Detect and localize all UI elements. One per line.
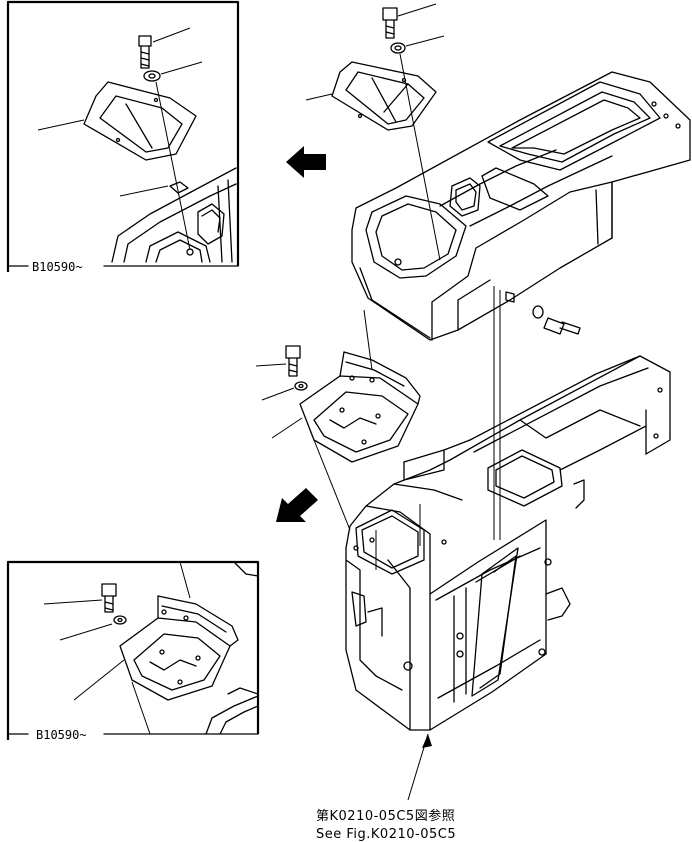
middle-washer: [261, 381, 308, 401]
side-bolt: [493, 286, 581, 540]
inset-bottom-frame-fragment: [205, 561, 259, 735]
inset-bottom-serial-label: B10590~: [36, 728, 87, 742]
arrow-lower-icon: [276, 488, 318, 522]
inset-top-washer: [143, 61, 203, 82]
upper-to-bracket-line: [363, 309, 373, 371]
inset-bottom-frame: [6, 560, 260, 740]
inset-bottom-bolt: [43, 583, 117, 613]
console-frame: [345, 355, 671, 731]
bracket-to-frame-line: [309, 429, 351, 531]
arrow-upper-icon: [286, 146, 326, 178]
inset-bottom-bracket: [73, 561, 239, 735]
middle-bolt: [255, 345, 301, 377]
inset-top-nut: [119, 81, 191, 251]
reference-arrowhead-icon: [422, 734, 432, 748]
inset-top-frame: [6, 0, 240, 272]
console-housing: [351, 71, 691, 341]
reference-text-jp: 第K0210-05C5図参照: [316, 808, 455, 824]
inset-bottom-washer: [59, 615, 127, 641]
upper-cover-plate: [305, 61, 437, 131]
inset-top-console-fragment: [111, 167, 237, 263]
upper-bolt: [382, 3, 437, 39]
reference-text-en: See Fig.K0210-05C5: [316, 827, 456, 842]
middle-bracket: [271, 351, 421, 463]
inset-top-serial-label: B10590~: [32, 260, 83, 274]
upper-center-line: [399, 53, 441, 261]
upper-washer: [390, 35, 445, 54]
inset-top-cover-plate: [37, 81, 197, 161]
inset-top-bolt: [138, 27, 191, 69]
